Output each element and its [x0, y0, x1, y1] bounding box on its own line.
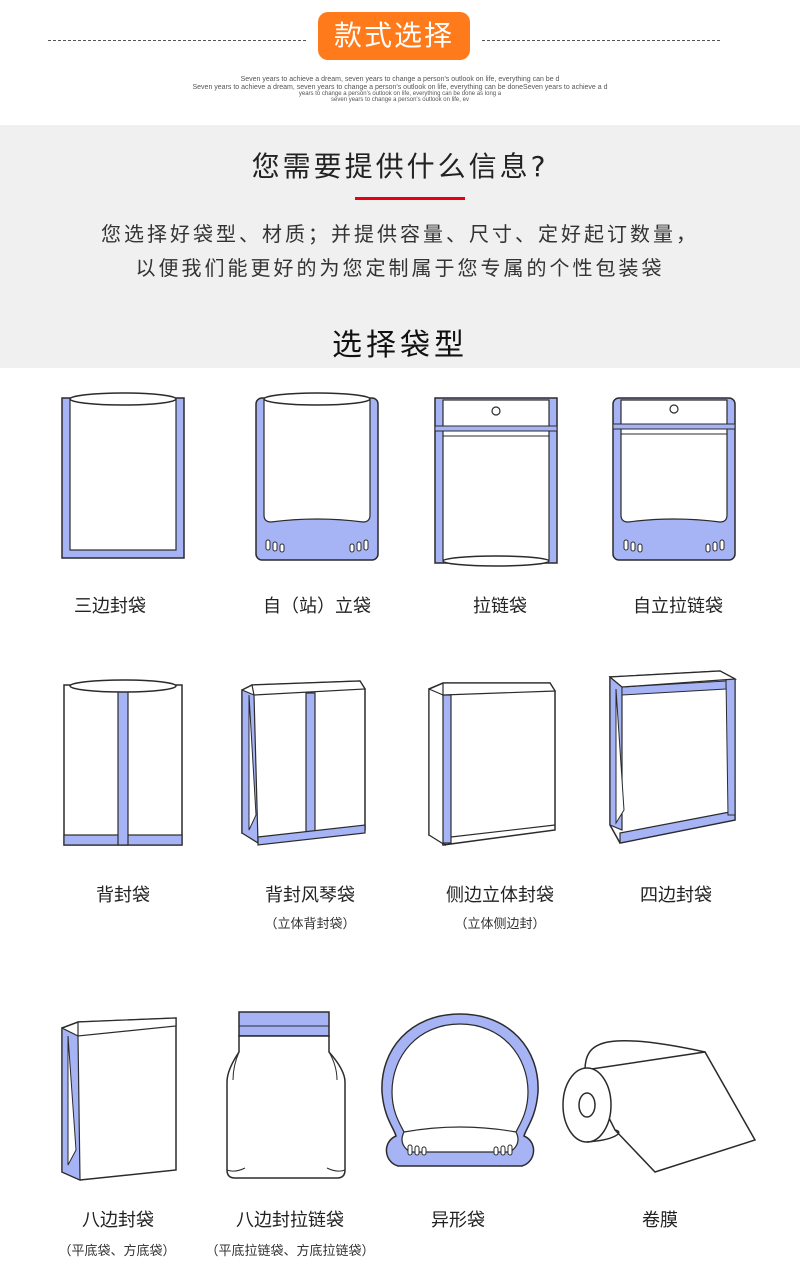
section-badge: 款式选择 [318, 12, 470, 60]
bag-option[interactable]: 自立拉链袋 [588, 380, 768, 640]
bag-label: 四边封袋 [640, 885, 712, 906]
bag-option[interactable]: 八边封袋 （平底袋、方底袋） [40, 1000, 220, 1264]
flat-bottom-zipper-bag-icon [226, 1011, 346, 1179]
gusset-back-seal-bag-icon [241, 680, 367, 846]
slogan-line: Seven years to achieve a dream, seven ye… [240, 76, 560, 83]
slogan-line: seven years to change a person's outlook… [331, 97, 469, 103]
info-text: 您选择好袋型、材质；并提供容量、尺寸、定好起订数量， [101, 222, 699, 246]
bag-option[interactable]: 四边封袋 [590, 665, 770, 935]
divider-left [48, 40, 306, 41]
bag-label: 背封风琴袋 [265, 885, 355, 906]
bag-label: 自立拉链袋 [633, 596, 723, 617]
quad-seal-bag-icon [608, 670, 738, 844]
bag-sublabel: （立体侧边封） [454, 917, 546, 932]
bag-option[interactable]: 背封袋 [40, 665, 220, 935]
info-panel [0, 125, 800, 368]
roll-film-icon [562, 1039, 757, 1173]
bag-option[interactable]: 三边封袋 [40, 380, 220, 640]
shaped-bag-icon [381, 1013, 539, 1167]
title-underline [355, 197, 465, 200]
back-seal-bag-icon [63, 679, 183, 846]
bag-label: 拉链袋 [473, 596, 527, 617]
bag-option[interactable]: 八边封拉链袋 （平底拉链袋、方底拉链袋） [205, 1000, 385, 1264]
bag-label: 三边封袋 [74, 596, 146, 617]
section-title: 选择袋型 [332, 328, 468, 363]
side-gusset-bag-icon [428, 682, 557, 847]
bag-sublabel: （平底袋、方底袋） [58, 1244, 176, 1259]
bag-option[interactable]: 拉链袋 [410, 380, 590, 640]
bag-sublabel: （立体背封袋） [264, 917, 356, 932]
divider-right [482, 40, 720, 41]
three-side-seal-bag-icon [61, 392, 185, 559]
bag-label: 卷膜 [642, 1210, 678, 1231]
bag-label: 八边封拉链袋 [236, 1210, 344, 1231]
bag-option[interactable]: 卷膜 [555, 1000, 757, 1264]
slogan-line: Seven years to achieve a dream, seven ye… [192, 84, 608, 91]
bag-label: 异形袋 [431, 1210, 485, 1231]
stand-up-pouch-icon [255, 392, 379, 561]
bag-sublabel: （平底拉链袋、方底拉链袋） [205, 1244, 375, 1259]
flat-bottom-bag-icon [61, 1017, 177, 1181]
header: 款式选择 Seven years to achieve a dream, sev… [0, 0, 800, 125]
bag-label: 背封袋 [96, 885, 150, 906]
bag-label: 侧边立体封袋 [446, 885, 554, 906]
bag-option[interactable]: 侧边立体封袋 （立体侧边封） [405, 665, 585, 935]
bag-option[interactable]: 自（站）立袋 [230, 380, 410, 640]
slogan-line: years to change a person's outlook on li… [298, 91, 502, 97]
bag-label: 自（站）立袋 [263, 596, 371, 617]
info-text: 以便我们能更好的为您定制属于您专属的个性包装袋 [135, 256, 665, 280]
zipper-bag-icon [434, 397, 558, 567]
bag-option[interactable]: 背封风琴袋 （立体背封袋） [220, 665, 400, 935]
bag-label: 八边封袋 [82, 1210, 154, 1231]
info-title: 您需要提供什么信息? [251, 150, 549, 183]
bag-option[interactable]: 异形袋 [370, 1000, 550, 1264]
stand-up-zipper-pouch-icon [612, 397, 736, 561]
